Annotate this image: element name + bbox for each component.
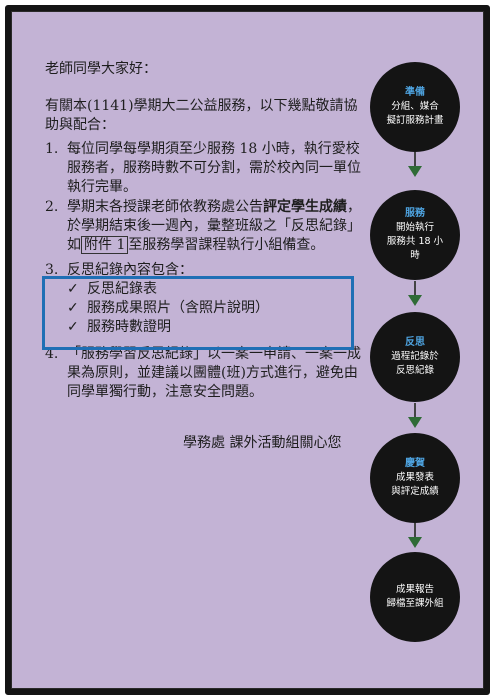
checklist-item: ✓服務成果照片（含照片說明） [67,300,269,316]
list-text: 「服務學習反思紀錄」以一案一申請、一案一成果為原則，並建議以團體(班)方式進行，… [67,346,361,400]
flow-step-line: 成果發表 [395,472,434,483]
flow-step-title: 服務 [405,208,425,219]
flow-step-line: 擬訂服務計畫 [386,115,444,126]
list-number: 1. [45,141,59,157]
flow-step-title: 慶賀 [405,458,425,469]
flow-step-line: 反思紀錄 [395,365,434,376]
list-item: 4. 「服務學習反思紀錄」以一案一申請、一案一成果為原則，並建議以團體(班)方式… [45,345,365,402]
list-item: 2. 學期末各授課老師依教務處公告評定學生成績，於學期結束後一週內，彙整班級之「… [45,198,365,255]
list-number: 3. [45,262,59,278]
intro-paragraph: 有關本(1141)學期大二公益服務，以下幾點敬請協助與配合： [45,98,358,133]
list-text: 學期末各授課老師依教務處公告 [67,199,263,215]
flow-arrow [407,281,423,306]
attachment-label: 附件 1 [81,236,129,254]
flow-arrow [407,152,423,177]
list-text: ，於學期結束後一週內，彙整班級之「反思紀錄」如 [67,199,361,253]
flow-step-line: 與評定成績 [391,486,439,497]
flow-step-line: 時 [410,250,420,261]
flow-step-report: 成果報告 歸檔至課外組 [370,552,460,642]
flow-step-title: 準備 [405,87,425,98]
flow-step-reflect: 反思 過程記錄於 反思紀錄 [370,312,460,402]
list-number: 2. [45,199,59,215]
list-text: 反思紀錄內容包含： [67,262,193,278]
signature: 學務處 課外活動組關心您 [183,435,342,451]
instruction-list: 1. 每位同學每學期須至少服務 18 小時，執行愛校服務者，服務時數不可分割，需… [45,140,365,403]
flow-step-service: 服務 開始執行 服務共 18 小 時 [370,190,460,280]
list-item: 3. 反思紀錄內容包含： ✓反思紀錄表 ✓服務成果照片（含照片說明） ✓服務時數… [45,261,365,337]
list-text: 至服務學習課程執行小組備查。 [128,237,325,253]
check-icon: ✓ [67,319,79,335]
flow-step-celebrate: 慶賀 成果發表 與評定成績 [370,433,460,523]
flow-arrow [407,523,423,548]
highlight-box [42,276,354,350]
flow-step-line: 服務共 18 小 [386,236,444,247]
flow-step-title: 反思 [405,337,425,348]
flow-step-line: 開始執行 [395,222,434,233]
flow-step-line: 成果報告 [395,584,434,595]
list-text-bold: 評定學生成績 [263,199,347,215]
checklist-item: ✓服務時數證明 [67,319,171,335]
checklist-item: ✓反思紀錄表 [67,281,157,297]
list-text: 每位同學每學期須至少服務 18 小時，執行愛校服務者，服務時數不可分割，需於校內… [67,141,361,195]
check-icon: ✓ [67,300,79,316]
flow-step-line: 分組、媒合 [391,101,439,112]
flow-arrow [407,403,423,428]
list-item: 1. 每位同學每學期須至少服務 18 小時，執行愛校服務者，服務時數不可分割，需… [45,140,365,197]
greeting: 老師同學大家好： [45,61,157,77]
flow-step-prepare: 準備 分組、媒合 擬訂服務計畫 [370,62,460,152]
check-icon: ✓ [67,281,79,297]
list-number: 4. [45,346,59,362]
flow-step-line: 歸檔至課外組 [386,598,444,609]
flow-step-line: 過程記錄於 [391,351,439,362]
